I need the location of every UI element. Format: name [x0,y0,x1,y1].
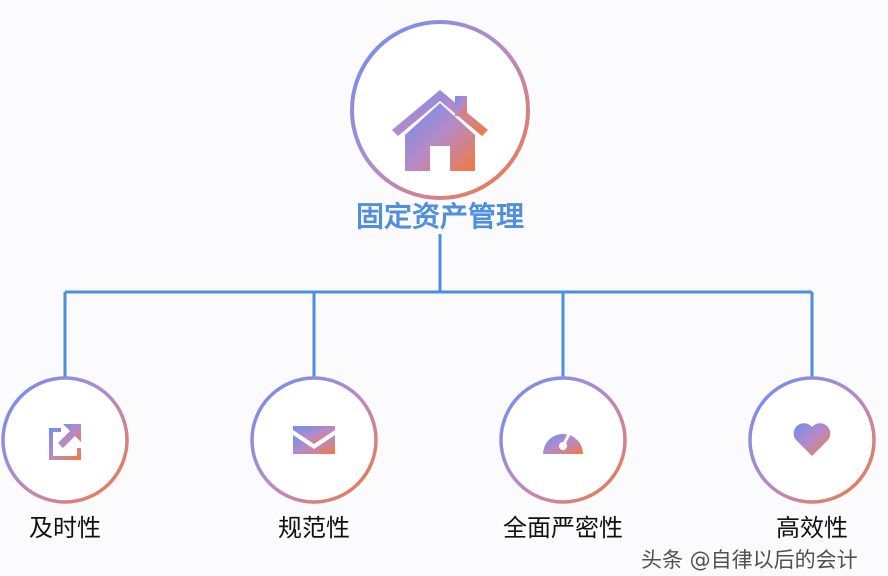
child-label-4: 高效性 [776,514,848,542]
child-node-3 [499,376,627,504]
child-label-3: 全面严密性 [503,514,623,542]
connectors [63,234,814,378]
child-node-1 [1,376,129,504]
child-node-2 [250,376,378,504]
child-label-1: 及时性 [29,514,101,542]
child-node-4 [748,376,876,504]
watermark: 头条 @自律以后的会计 [641,548,858,572]
root-title: 固定资产管理 [355,200,524,233]
external-link-icon [49,424,81,460]
connector-lines [63,234,814,378]
speedometer-icon [543,429,583,454]
child-label-2: 规范性 [278,514,350,542]
heart-icon [793,423,831,456]
envelope-icon [293,426,335,454]
house-icon [392,90,488,171]
